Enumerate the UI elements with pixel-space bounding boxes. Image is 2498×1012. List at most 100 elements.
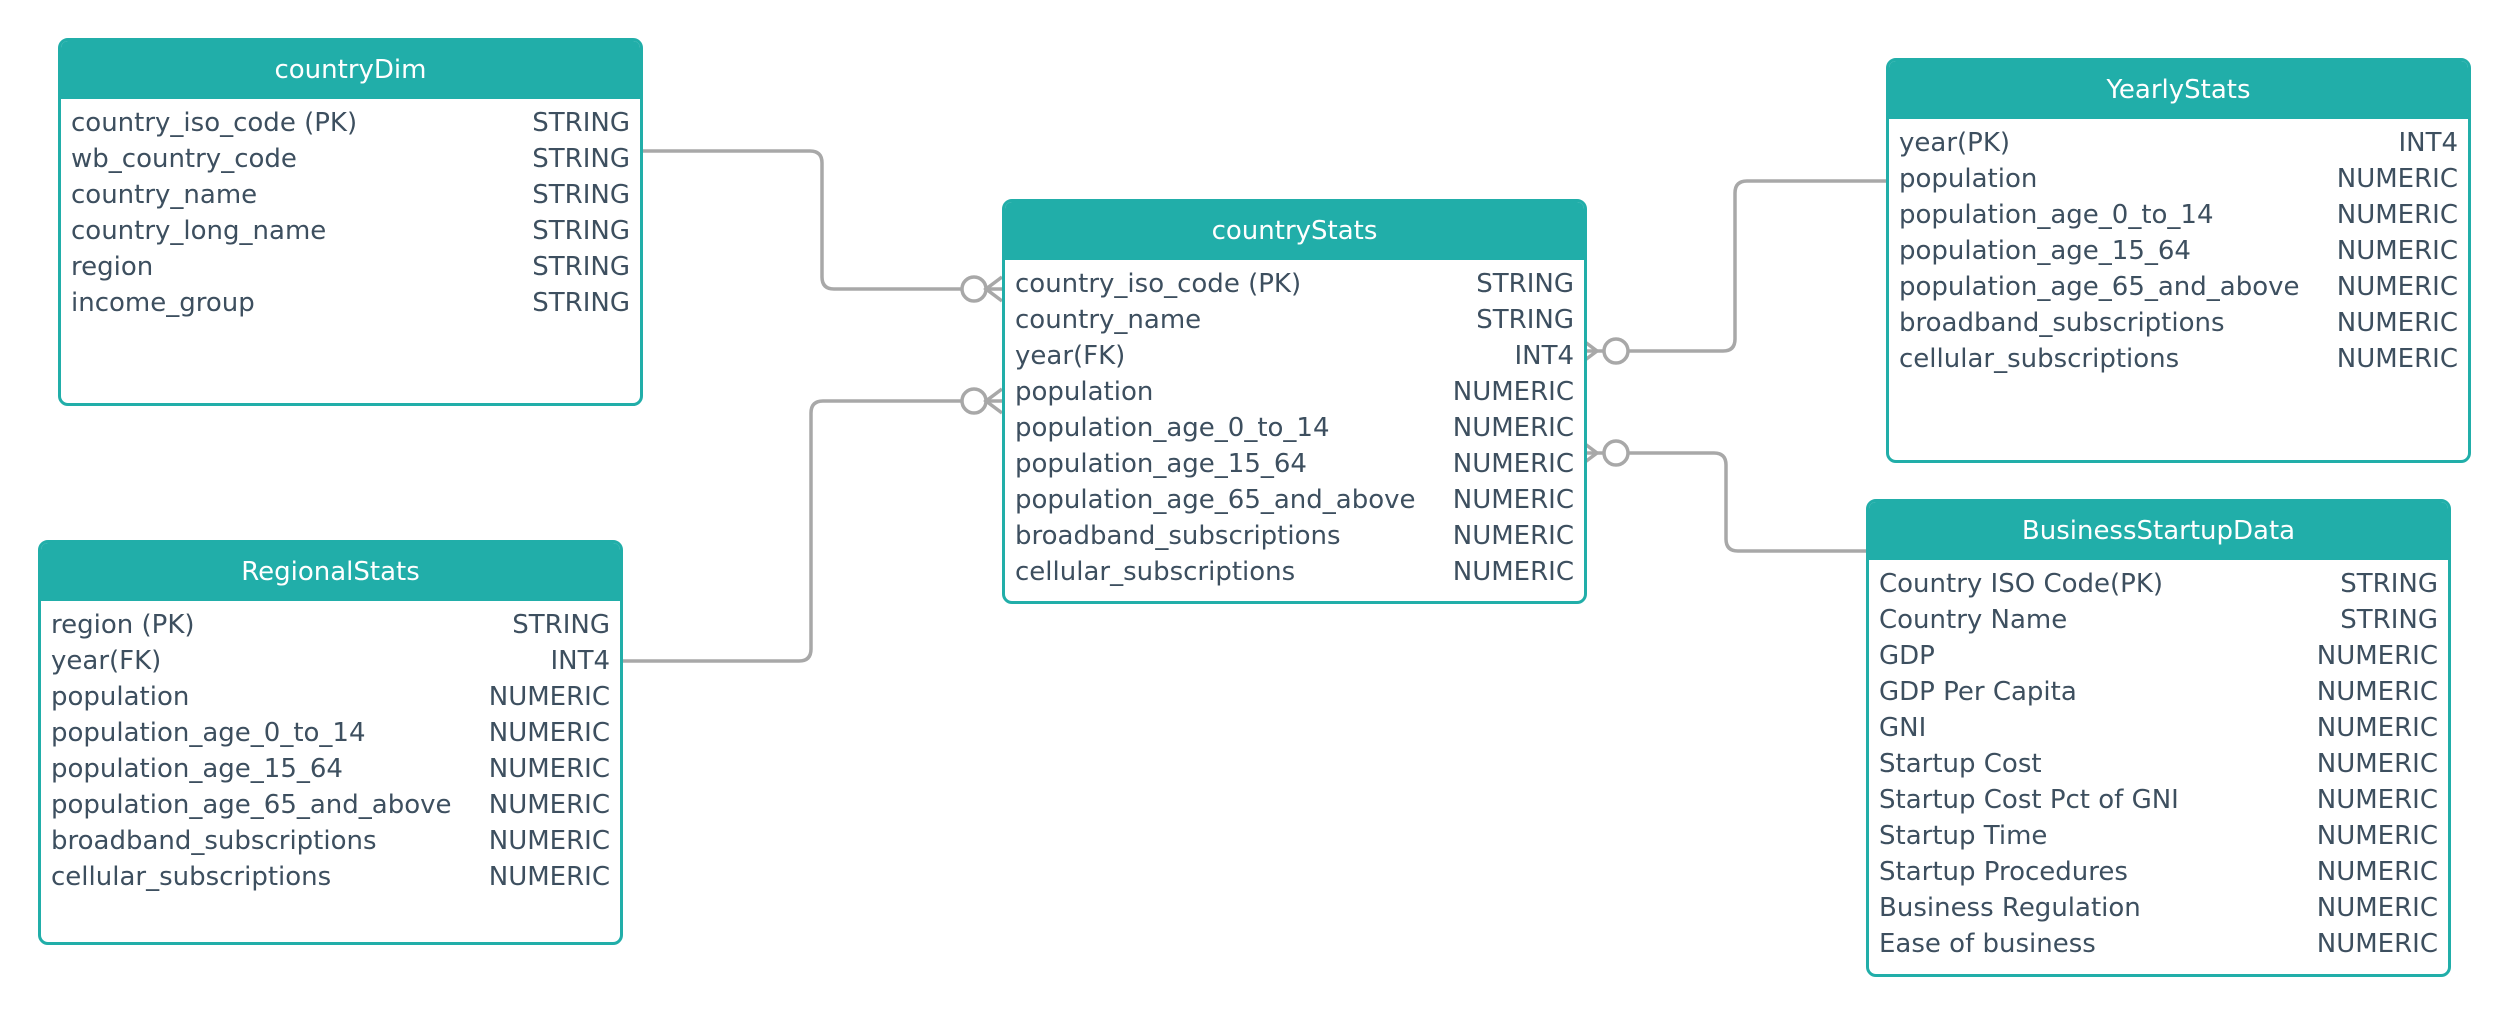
field-row[interactable]: population_age_65_and_above NUMERIC: [41, 787, 620, 823]
field-row[interactable]: cellular_subscriptions NUMERIC: [41, 859, 620, 895]
field-name: Business Regulation: [1879, 893, 2141, 923]
field-row[interactable]: Country ISO Code(PK)STRING: [1869, 566, 2448, 602]
field-name: income_group: [71, 288, 255, 318]
field-row[interactable]: Business Regulation NUMERIC: [1869, 890, 2448, 926]
field-row[interactable]: region STRING: [61, 249, 640, 285]
field-row[interactable]: country_name STRING: [61, 177, 640, 213]
field-name: Startup Cost: [1879, 749, 2042, 779]
field-name: population_age_65_and_above: [51, 790, 452, 820]
field-name: region: [71, 252, 154, 282]
field-type: STRING: [532, 252, 630, 282]
field-type: NUMERIC: [2316, 929, 2438, 959]
field-name: population_age_65_and_above: [1899, 272, 2300, 302]
field-type: STRING: [512, 610, 610, 640]
field-type: NUMERIC: [1452, 413, 1574, 443]
field-type: NUMERIC: [488, 682, 610, 712]
field-type: INT4: [1514, 341, 1574, 371]
field-name: cellular_subscriptions: [1899, 344, 2180, 374]
field-row[interactable]: GNI NUMERIC: [1869, 710, 2448, 746]
field-name: GNI: [1879, 713, 1927, 743]
connector-regionalstats-countrystats: [622, 399, 1002, 663]
field-name: population_age_15_64: [1015, 449, 1307, 479]
field-row[interactable]: population_age_65_and_above NUMERIC: [1889, 269, 2468, 305]
field-row[interactable]: population_age_15_64 NUMERIC: [1005, 446, 1584, 482]
field-name: country_name: [71, 180, 258, 210]
field-type: NUMERIC: [2316, 713, 2438, 743]
crowfoot-zero-circle: [1602, 439, 1630, 467]
field-type: NUMERIC: [488, 790, 610, 820]
field-type: NUMERIC: [1452, 449, 1574, 479]
field-type: INT4: [2398, 128, 2458, 158]
entity-title: YearlyStats: [1889, 61, 2468, 119]
field-row[interactable]: cellular_subscriptions NUMERIC: [1005, 554, 1584, 590]
field-row[interactable]: country_long_name STRING: [61, 213, 640, 249]
field-name: year(PK): [1899, 128, 2011, 158]
field-row[interactable]: population_age_15_64 NUMERIC: [41, 751, 620, 787]
crowfoot-many-lines: [983, 387, 1004, 415]
field-name: country_iso_code (PK): [1015, 269, 1302, 299]
field-row[interactable]: year(PK) INT4: [1889, 125, 2468, 161]
field-type: NUMERIC: [1452, 377, 1574, 407]
field-name: broadband_subscriptions: [51, 826, 377, 856]
field-name: year(FK): [1015, 341, 1126, 371]
field-type: NUMERIC: [2336, 272, 2458, 302]
field-type: NUMERIC: [2316, 677, 2438, 707]
field-name: cellular_subscriptions: [51, 862, 332, 892]
field-name: population: [1015, 377, 1154, 407]
field-row[interactable]: population NUMERIC: [1005, 374, 1584, 410]
field-name: population_age_15_64: [1899, 236, 2191, 266]
field-type: NUMERIC: [2336, 200, 2458, 230]
field-name: country_name: [1015, 305, 1202, 335]
field-name: country_long_name: [71, 216, 327, 246]
field-type: NUMERIC: [1452, 557, 1574, 587]
field-row[interactable]: country_iso_code (PK)STRING: [61, 105, 640, 141]
field-name: region (PK): [51, 610, 195, 640]
field-type: STRING: [532, 216, 630, 246]
field-row[interactable]: country_iso_code (PK)STRING: [1005, 266, 1584, 302]
field-type: NUMERIC: [2316, 857, 2438, 887]
entity-title: BusinessStartupData: [1869, 502, 2448, 560]
field-type: NUMERIC: [2316, 821, 2438, 851]
field-type: NUMERIC: [488, 754, 610, 784]
field-name: population_age_15_64: [51, 754, 343, 784]
field-row[interactable]: region (PK) STRING: [41, 607, 620, 643]
field-row[interactable]: year(FK)INT4: [41, 643, 620, 679]
field-name: population_age_0_to_14: [1899, 200, 2214, 230]
field-type: NUMERIC: [2316, 893, 2438, 923]
field-row[interactable]: population_age_0_to_14 NUMERIC: [1889, 197, 2468, 233]
field-row[interactable]: year(FK) INT4: [1005, 338, 1584, 374]
field-type: NUMERIC: [488, 862, 610, 892]
crowfoot-many-lines: [983, 275, 1004, 303]
field-name: cellular_subscriptions: [1015, 557, 1296, 587]
field-type: STRING: [532, 180, 630, 210]
field-name: population_age_0_to_14: [51, 718, 366, 748]
